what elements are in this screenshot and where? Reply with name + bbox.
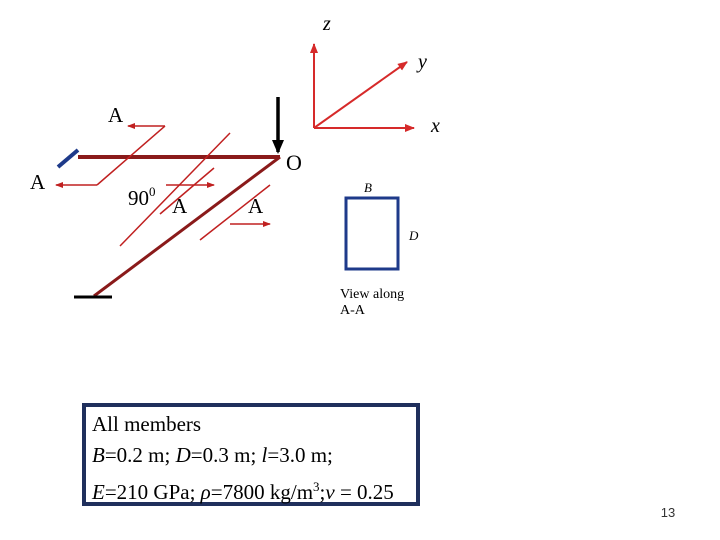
x-axis-label: x [430, 115, 440, 137]
width-label: B [364, 180, 372, 195]
section-label-3: A [172, 194, 188, 218]
angle-value: 90 [128, 186, 149, 210]
e-value: =210 GPa; [104, 480, 201, 504]
d-value: =0.3 m; [190, 443, 262, 467]
rho-symbol: ρ [200, 480, 211, 504]
b-symbol: B [92, 443, 105, 467]
fixed-support-left [56, 148, 80, 169]
cross-section-rect [344, 196, 400, 271]
properties-material-line: E=210 GPa; ρ=7800 kg/m3;ν = 0.25 [92, 471, 410, 508]
angle-label: 900 [128, 184, 156, 210]
cut-line-1 [96, 125, 166, 186]
section-label-4: A [248, 194, 264, 218]
view-caption-line1: View along [340, 287, 404, 302]
rho-exponent: 3 [313, 479, 320, 494]
properties-geometry-line: B=0.2 m; D=0.3 m; l=3.0 m; [92, 440, 410, 471]
rho-separator: ; [319, 480, 326, 504]
cut-line-3 [159, 167, 215, 215]
coordinate-axes: z y x [310, 13, 440, 137]
y-axis-label: y [416, 51, 427, 73]
b-value: =0.2 m; [104, 443, 176, 467]
cut-line-2 [119, 132, 231, 247]
y-axis [313, 61, 408, 129]
section-label-1: A [108, 103, 124, 127]
l-symbol: l [261, 443, 268, 467]
angle-superscript: 0 [149, 184, 156, 199]
frame-members: O [56, 97, 302, 299]
section-labels: A A A A [30, 103, 264, 218]
material-properties-box: All members B=0.2 m; D=0.3 m; l=3.0 m; E… [82, 403, 420, 506]
view-caption-line2: A-A [340, 303, 366, 318]
rho-value: =7800 kg/m [210, 480, 314, 504]
section-cuts [55, 123, 271, 247]
depth-label: D [408, 228, 419, 243]
cut-line-4 [199, 184, 271, 241]
cross-section-view: B D View along A-A [340, 180, 419, 318]
e-symbol: E [92, 480, 105, 504]
d-symbol: D [175, 443, 191, 467]
member-diagonal [93, 155, 281, 298]
l-value: =3.0 m; [267, 443, 333, 467]
slide-number: 13 [660, 505, 676, 520]
nu-value: = 0.25 [334, 480, 394, 504]
z-axis-label: z [322, 13, 331, 35]
nu-symbol: ν [325, 480, 335, 504]
section-label-2: A [30, 170, 46, 194]
origin-label: O [286, 150, 302, 175]
properties-heading: All members [92, 412, 202, 436]
